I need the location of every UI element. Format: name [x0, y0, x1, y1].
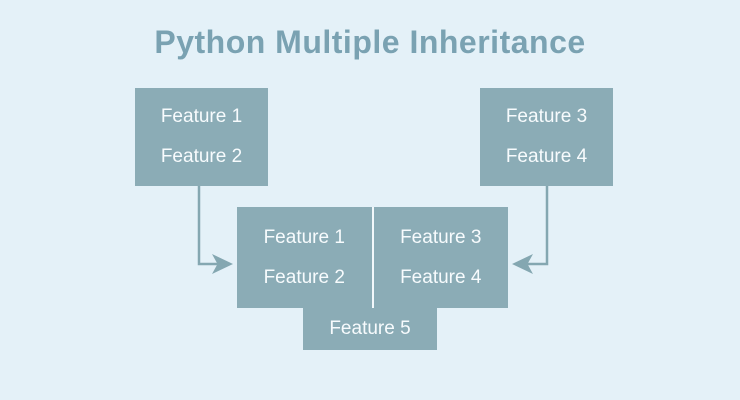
feature-label: Feature 2 [160, 146, 243, 167]
child-class-left-cell: Feature 1 Feature 2 [237, 207, 372, 308]
feature-label: Feature 4 [400, 266, 482, 288]
feature-label: Feature 1 [263, 226, 345, 248]
right-arrowhead-icon [212, 254, 233, 274]
parent-class-right-box: Feature 3 Feature 4 [480, 88, 613, 186]
child-class-box: Feature 1 Feature 2 Feature 3 Feature 4 [237, 207, 508, 308]
feature-label: Feature 5 [329, 318, 411, 339]
diagram-title: Python Multiple Inheritance [154, 24, 586, 60]
feature-label: Feature 2 [263, 266, 345, 288]
child-own-feature-box: Feature 5 [303, 308, 437, 350]
parent-class-left-box: Feature 1 Feature 2 [135, 88, 268, 186]
feature-label: Feature 1 [160, 106, 243, 127]
cell-divider [371, 207, 374, 308]
left-arrowhead-icon [512, 254, 533, 274]
feature-label: Feature 4 [505, 146, 588, 167]
right-inheritance-arrow [512, 186, 549, 274]
child-class-right-cell: Feature 3 Feature 4 [374, 207, 509, 308]
feature-label: Feature 3 [505, 106, 588, 127]
left-inheritance-arrow [197, 186, 233, 274]
feature-label: Feature 3 [400, 226, 482, 248]
